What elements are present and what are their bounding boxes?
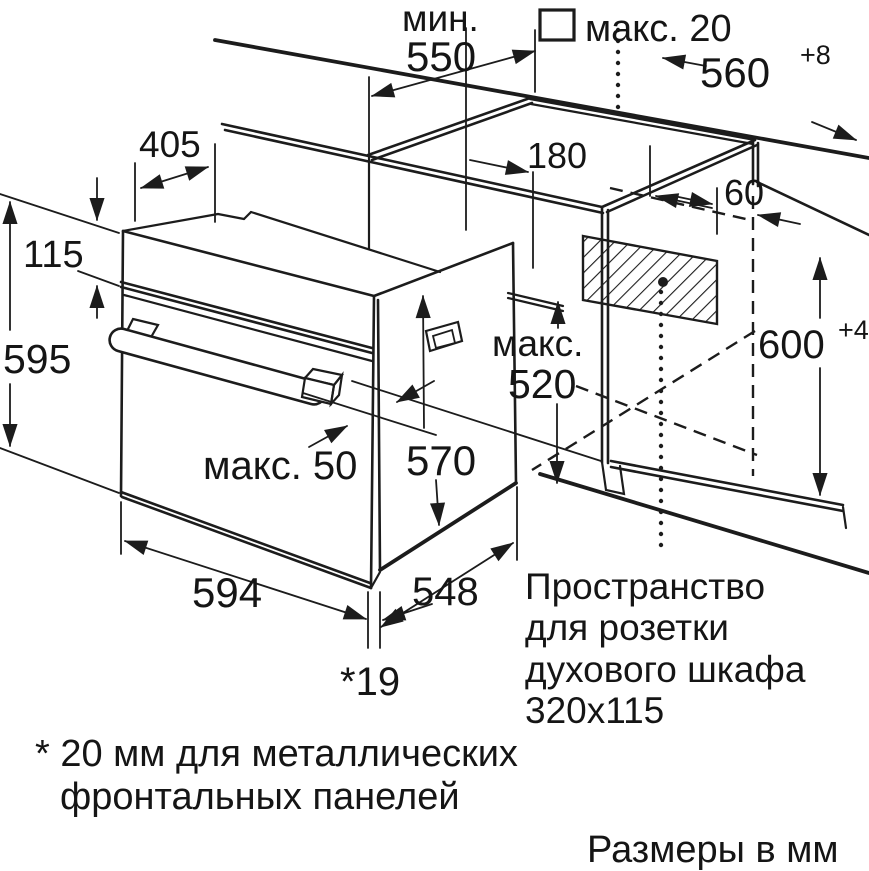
dim-line-570-top xyxy=(415,294,431,429)
dim-line-50-upper xyxy=(396,380,435,403)
label-550: 550 xyxy=(406,33,476,80)
hidden-floor-diagonal xyxy=(531,329,756,472)
dim-line-548 xyxy=(380,542,514,628)
label-560: 560 xyxy=(700,49,770,96)
cabinet-foot xyxy=(600,460,626,496)
socket-note-line-3: духового шкафа xyxy=(525,649,806,690)
control-panel-line xyxy=(119,280,374,350)
socket-dot xyxy=(658,277,668,287)
label-405: 405 xyxy=(139,124,201,165)
label-520: 520 xyxy=(508,361,576,407)
label-600-tolerance: +4 xyxy=(838,315,869,345)
label-594: 594 xyxy=(192,569,262,616)
footnote-line-1: * 20 мм для металлических xyxy=(35,733,518,775)
label-max-520-prefix: макс. xyxy=(492,323,583,364)
dim-line-560 xyxy=(811,121,857,141)
dim-line-570-bottom xyxy=(429,479,446,527)
handle-bracket-right-side xyxy=(329,371,344,408)
counter-front-right xyxy=(755,180,869,237)
square-symbol xyxy=(538,8,576,42)
label-max-20: макс. 20 xyxy=(585,8,732,50)
label-115: 115 xyxy=(23,234,84,276)
floor-line xyxy=(538,472,869,575)
label-548: 548 xyxy=(412,570,479,614)
socket-note-line-1: Пространство xyxy=(525,566,765,607)
hidden-back-top-edge xyxy=(609,186,751,222)
dim-line-60-left xyxy=(673,192,714,207)
units-note: Размеры в мм xyxy=(587,829,838,871)
socket-area xyxy=(581,27,719,555)
label-180: 180 xyxy=(527,135,587,176)
label-595: 595 xyxy=(3,336,71,382)
dimension-labels: мин. 550 макс. 20 560 +8 405 115 595 180… xyxy=(3,0,869,704)
oven-door-right-edge xyxy=(369,294,376,590)
oven xyxy=(108,210,518,590)
label-60: 60 xyxy=(724,172,764,213)
oven-back-edge xyxy=(511,241,518,485)
footnote: * 20 мм для металлических фронтальных па… xyxy=(35,733,518,818)
dim-line-60-right xyxy=(756,212,801,228)
cabinet-bottom-front-edge xyxy=(609,459,845,507)
worktop xyxy=(213,38,869,251)
label-19: *19 xyxy=(340,660,400,704)
oven-top-back-edge xyxy=(249,210,442,274)
oven-side-top-edge xyxy=(372,241,515,298)
dim-line-550 xyxy=(370,49,537,98)
socket-area-hatch xyxy=(581,234,719,326)
label-min: мин. xyxy=(402,0,479,39)
wall-top-edge xyxy=(213,38,869,160)
socket-note: Пространство для розетки духового шкафа … xyxy=(525,566,806,731)
side-latch-inner xyxy=(431,328,457,350)
oven-front-left-edge xyxy=(119,229,125,498)
dim-line-594 xyxy=(124,540,367,620)
dim-line-180-left xyxy=(469,159,530,175)
hidden-floor-back-edge xyxy=(575,384,758,457)
footnote-line-2: фронтальных панелей xyxy=(60,776,460,818)
oven-side-bottom-edge xyxy=(378,481,518,572)
dimension-lines xyxy=(0,8,857,649)
label-max-50: макс. 50 xyxy=(203,444,357,488)
socket-note-line-4: 320x115 xyxy=(525,690,664,731)
label-560-tolerance: +8 xyxy=(800,40,831,70)
dim-line-50-lower xyxy=(308,425,348,448)
socket-note-line-2: для розетки xyxy=(525,607,729,648)
dim-line-405 xyxy=(139,166,210,189)
label-600: 600 xyxy=(758,323,825,367)
label-570: 570 xyxy=(406,437,476,484)
oven-front-top-edge xyxy=(121,229,376,298)
